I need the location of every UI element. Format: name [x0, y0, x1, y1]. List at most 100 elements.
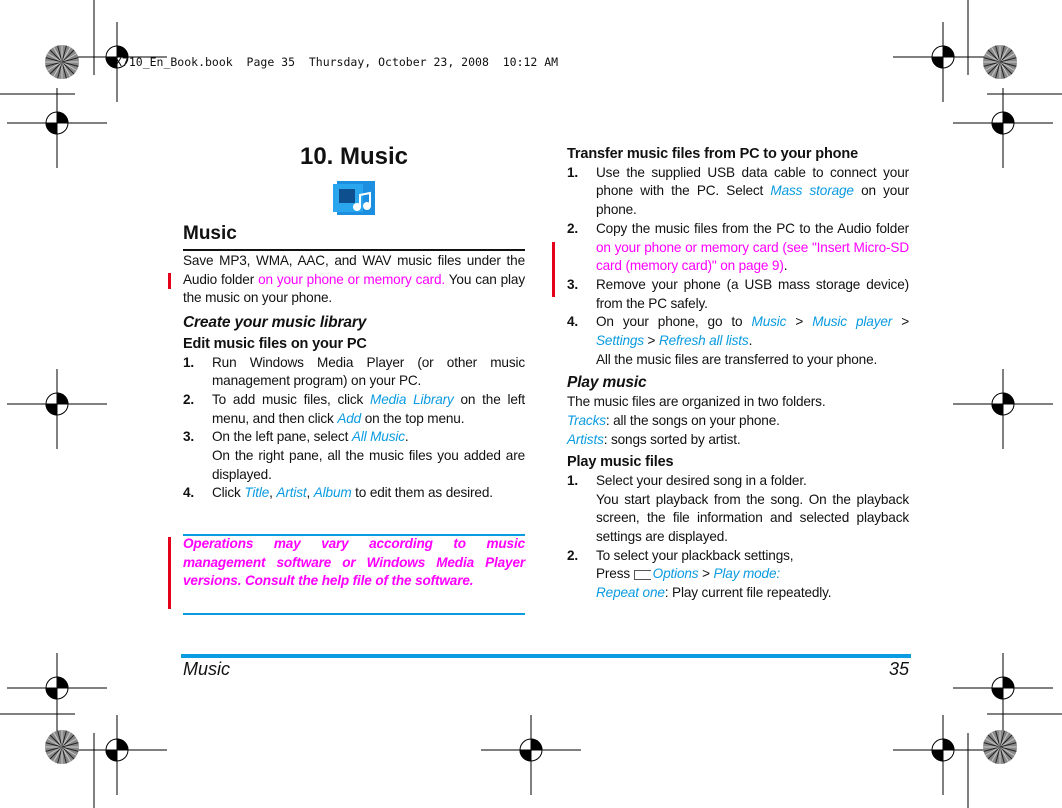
page-link[interactable]: on your phone or memory card (see "Inser… — [596, 239, 909, 274]
footer-rule — [181, 654, 911, 658]
subheading: Edit music files on your PC — [183, 335, 367, 352]
registration-mark — [953, 369, 1053, 449]
menu-ref: Add — [337, 410, 362, 426]
artists-desc: : songs sorted by artist. — [603, 431, 741, 447]
list-item: 3. On the left pane, select All Music. On … — [183, 428, 525, 484]
tracks-desc: : all the songs on your phone. — [605, 412, 780, 428]
separator: > — [698, 566, 714, 582]
step-number: 1. — [183, 354, 195, 370]
step-number: 3. — [183, 429, 195, 445]
registration-mark — [7, 653, 107, 733]
print-header: X710_En_Book.book Page 35 Thursday, Octo… — [115, 55, 559, 69]
step-extra: All the music files are transferred to y… — [596, 351, 878, 367]
step-text: Remove your phone (a USB mass storage de… — [596, 276, 909, 311]
step-text: on the left menu, and then click — [212, 391, 525, 426]
subtitle: Create your music library — [183, 314, 367, 332]
step-text: , — [269, 485, 277, 501]
registration-mark — [7, 369, 107, 449]
step-text: Press — [596, 566, 630, 582]
step-text: to edit them as desired. — [351, 485, 493, 501]
step-text: . — [783, 258, 788, 274]
menu-ref: Mass storage — [770, 183, 854, 199]
chapter-title: 10. Music — [299, 143, 409, 170]
step-number: 4. — [183, 485, 195, 501]
menu-ref: Refresh all lists — [658, 333, 749, 349]
menu-ref: Options — [652, 566, 699, 582]
change-bar — [552, 242, 555, 297]
menu-ref: Music player — [812, 314, 893, 330]
list-item: 2. To add music files, click Media Librar… — [183, 391, 525, 428]
menu-ref: Repeat one — [596, 585, 665, 601]
step-text: To select your plackback settings, — [596, 547, 794, 563]
list-item: 1.Select your desired song in a folder.Y… — [567, 472, 909, 547]
step-text: Run Windows Media Player (or other music… — [212, 354, 525, 389]
footer-section: Music — [183, 659, 231, 679]
list-item: 1. Use the supplied USB data cable to con… — [567, 164, 909, 220]
star-target-mark — [983, 730, 1017, 764]
tracks-line: Tracks: all the songs on your phone. — [567, 412, 909, 431]
step-extra: You start playback from the song. On the… — [596, 491, 909, 545]
play-files-heading: Play music files — [567, 454, 674, 471]
list-item: 4.On your phone, go to Music > Music pla… — [567, 313, 909, 369]
step-number: 1. — [567, 164, 579, 180]
step-text: On the left pane, select — [212, 429, 352, 445]
step-text: on your phone. — [596, 183, 909, 218]
music-video-icon — [333, 181, 375, 215]
note-text: Operations may vary according to music m… — [183, 536, 525, 589]
page-number: 35 — [888, 659, 909, 679]
step-text: Click — [212, 485, 245, 501]
artists-label: Artists — [567, 431, 604, 447]
list-item: 2. To select your plackback settings, Pres… — [567, 547, 909, 603]
step-number: 3. — [567, 276, 579, 292]
note-bottom-rule — [183, 613, 525, 615]
registration-mark — [953, 88, 1053, 168]
tracks-label: Tracks — [567, 412, 606, 428]
menu-ref: Title — [244, 485, 270, 501]
play-music-title: Play music — [567, 374, 647, 392]
registration-mark — [893, 715, 993, 795]
menu-ref: Album — [313, 485, 352, 501]
registration-mark — [481, 715, 581, 795]
step-number: 2. — [567, 547, 579, 563]
right-column: Transfer music files from PC to your pho… — [567, 145, 909, 603]
step-text: Copy the music files from the PC to the … — [596, 220, 909, 236]
intro-highlight: on your phone or memory card. — [258, 271, 446, 287]
step-text: . — [404, 429, 409, 445]
change-bar — [168, 537, 171, 609]
step-text: To add music files, click — [212, 391, 371, 407]
menu-ref: Artist — [276, 485, 307, 501]
step-number: 4. — [567, 314, 579, 330]
registration-mark — [67, 22, 167, 102]
step-text: on the top menu. — [361, 410, 465, 426]
step-text: > — [892, 314, 909, 330]
step-text: Use the supplied USB data cable to conne… — [596, 164, 909, 199]
registration-mark — [67, 715, 167, 795]
step-text: , — [306, 485, 314, 501]
registration-mark — [953, 653, 1053, 733]
section-title: Music — [183, 223, 237, 244]
artists-line: Artists: songs sorted by artist. — [567, 431, 909, 450]
step-number: 2. — [183, 391, 195, 407]
step-text: : Play current file repeatedly. — [664, 585, 832, 601]
menu-ref: Play mode: — [713, 566, 781, 582]
star-target-mark — [45, 45, 79, 79]
star-target-mark — [983, 45, 1017, 79]
section-rule — [183, 249, 525, 251]
menu-ref: All Music — [351, 429, 405, 445]
menu-ref: Music — [751, 314, 787, 330]
note-top-rule — [183, 534, 525, 536]
step-text: Select your desired song in a folder. — [596, 472, 807, 488]
left-column: Save MP3, WMA, AAC, and WAV music files … — [183, 252, 525, 503]
menu-ref: Settings — [596, 333, 644, 349]
list-item: 1. Run Windows Media Player (or other mus… — [183, 354, 525, 391]
step-text: > — [786, 314, 813, 330]
transfer-heading: Transfer music files from PC to your pho… — [567, 146, 859, 162]
star-target-mark — [45, 730, 79, 764]
intro-text: Save MP3, WMA, AAC, and WAV music files … — [183, 253, 525, 287]
registration-mark — [7, 88, 107, 168]
registration-mark — [893, 22, 993, 102]
step-text: . — [748, 333, 753, 349]
menu-ref: Media Library — [370, 391, 454, 407]
step-extra: On the right pane, all the music files y… — [212, 448, 525, 482]
